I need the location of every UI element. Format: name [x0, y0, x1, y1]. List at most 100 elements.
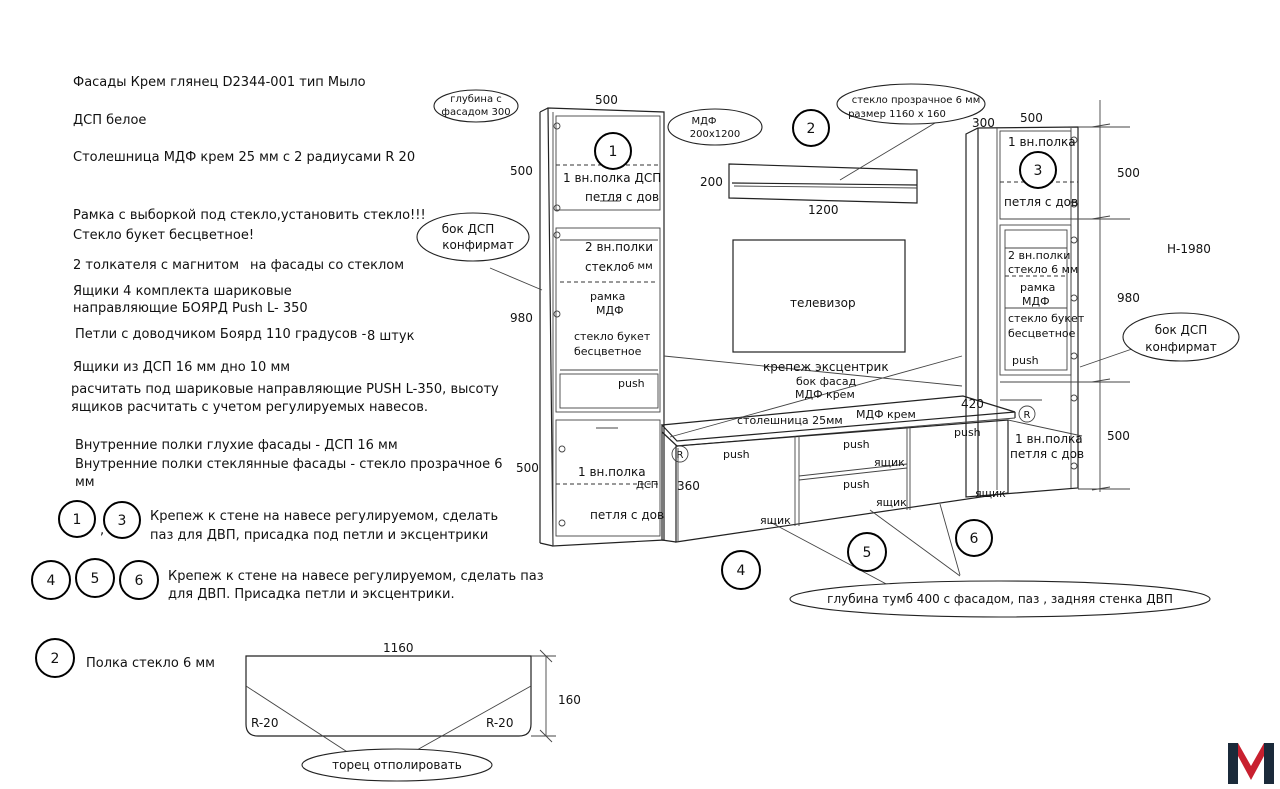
r20-right: R-20 [486, 716, 513, 730]
right-glass-b1: стекло букет [1008, 312, 1085, 325]
label-depth400-oval [789, 580, 1211, 618]
dim-980-left: 980 [510, 311, 533, 325]
left-hinge1: петля с дов [585, 190, 659, 204]
svg-text:1: 1 [73, 512, 82, 528]
label-depth400: глубина тумб 400 с фасадом, паз , задняя… [827, 592, 1173, 606]
tv-screen [732, 239, 906, 353]
note-mount456-2: для ДВП. Присадка петли и эксцентрики. [168, 587, 455, 602]
dim-980-right: 980 [1117, 291, 1140, 305]
base-push-mid-bottom: push [843, 478, 870, 491]
svg-text:R: R [1024, 410, 1031, 421]
dim-h1980: Н-1980 [1167, 242, 1211, 256]
right-hinge1: петля с дов [1004, 195, 1078, 209]
dim-360: 360 [677, 479, 700, 493]
legend-5 [75, 558, 115, 598]
right-hinge-low: петля с дов [1010, 447, 1084, 461]
note-dsp: ДСП белое [73, 113, 147, 128]
left-frame-1: рамка [590, 290, 625, 303]
note-mount13-1: Крепеж к стене на навесе регулируемом, с… [150, 509, 499, 524]
base-drawer-left: ящик [760, 514, 791, 527]
r-mark-right [1018, 405, 1036, 423]
svg-text:R: R [677, 450, 684, 461]
note-tabletop: Столешница МДФ крем 25 мм с 2 радиусами … [73, 150, 416, 165]
dim-420: 420 [961, 397, 984, 411]
note-shelf-glass: Полка стекло 6 мм [86, 656, 215, 671]
note-shelves-blind: Внутренние полки глухие фасады - ДСП 16 … [75, 438, 398, 453]
left-frame-2: МДФ [596, 304, 624, 317]
label-depth300-oval [433, 89, 519, 123]
label-bok-left-l2: конфирмат [442, 238, 514, 252]
bok-facade-label: бок фасад [796, 375, 857, 388]
mdf-cream-label: МДФ крем [856, 408, 916, 421]
callout-4 [721, 550, 761, 590]
dim-300: 300 [972, 116, 995, 130]
tabletop25-label: столешница 25мм [737, 414, 843, 427]
r20-left: R-20 [251, 716, 278, 730]
dimension-lines [1078, 100, 1130, 492]
left-glass6-unit: 6 мм [628, 261, 653, 272]
callout-6 [955, 519, 993, 557]
r-mark-base [671, 445, 689, 463]
left-shelf1: 1 вн.полка ДСП [563, 171, 661, 185]
right-shelf1: 1 вн.полка [1008, 135, 1076, 149]
label-bok-right-l2: конфирмат [1145, 340, 1217, 354]
label-mdf-l2: 200х1200 [690, 129, 740, 140]
right-push: push [1012, 354, 1039, 367]
callout-1 [594, 132, 632, 170]
label-bok-right-l1: бок ДСП [1155, 323, 1208, 337]
svg-text:2: 2 [51, 651, 60, 667]
right-frame-2: МДФ [1022, 295, 1050, 308]
note-facades: Фасады Крем глянец D2344-001 тип Мыло [73, 75, 366, 90]
note-calc-1: расчитать под шариковые направляющие PUS… [71, 382, 499, 397]
mdf-shelf [728, 163, 918, 204]
note-frame: Рамка с выборкой под стекло,установить с… [73, 208, 426, 223]
label-glass-oval [836, 83, 986, 125]
dim-500-top-right: 500 [1020, 111, 1043, 125]
svg-text:5: 5 [91, 571, 100, 587]
tv-label: телевизор [790, 296, 856, 310]
label-bok-left-l1: бок ДСП [442, 222, 495, 236]
base-drawer-mid-top: ящик [874, 456, 905, 469]
note-mount13-2: паз для ДВП, присадка под петли и эксцен… [150, 528, 489, 543]
mdf-cream-small-label: МДФ крем [795, 388, 855, 401]
m-logo [1228, 743, 1274, 784]
note-mount456-1: Крепеж к стене на навесе регулируемом, с… [168, 569, 544, 584]
label-mdf-l1: МДФ [691, 116, 716, 127]
base-unit [660, 395, 1016, 543]
right-glass-b2: бесцветное [1008, 327, 1076, 340]
dim-160: 160 [558, 693, 581, 707]
note-shelves-glass-2: мм [75, 475, 95, 490]
note-drawers-1: Ящики 4 комплекта шариковые [73, 284, 292, 299]
right-cabinet-front [965, 126, 1079, 498]
left-top-door [555, 115, 661, 211]
legend-1 [58, 500, 96, 538]
note-comma: , [100, 523, 105, 538]
right-frame-1: рамка [1020, 281, 1055, 294]
dim-500-top-left: 500 [595, 93, 618, 107]
glass-shelf-detail: 1160 160 R-20 R-20 торец отполировать [245, 641, 581, 782]
dimension-texts: 500 500 980 500 200 1200 300 500 500 980… [510, 93, 1211, 493]
svg-text:6: 6 [970, 531, 979, 547]
svg-text:4: 4 [737, 563, 746, 579]
svg-text:6: 6 [135, 573, 144, 589]
label-depth300-l1: глубина с [450, 94, 502, 105]
right-shelves2-1: 2 вн.полки [1008, 249, 1070, 262]
left-glass-door [555, 227, 661, 413]
svg-text:5: 5 [863, 545, 872, 561]
logo-left-leg [1228, 743, 1238, 784]
legend-3 [103, 501, 141, 539]
logo-right-leg [1264, 743, 1274, 784]
callout-2 [792, 109, 830, 147]
svg-text:1: 1 [609, 144, 618, 160]
left-shelves2: 2 вн.полки [585, 240, 653, 254]
callouts: 1 2 3 4 5 6 1 3 4 5 6 2 [31, 109, 1057, 678]
base-push-left: push [723, 448, 750, 461]
label-bok-right-oval [1122, 312, 1240, 362]
dim-200: 200 [700, 175, 723, 189]
label-glass-l2: размер 1160 х 160 [848, 109, 946, 120]
label-bok-left-oval [416, 212, 530, 262]
callout-5 [847, 532, 887, 572]
note-drawers-2: направляющие БОЯРД Push L- 350 [73, 301, 308, 316]
label-mdf-oval [667, 108, 763, 146]
